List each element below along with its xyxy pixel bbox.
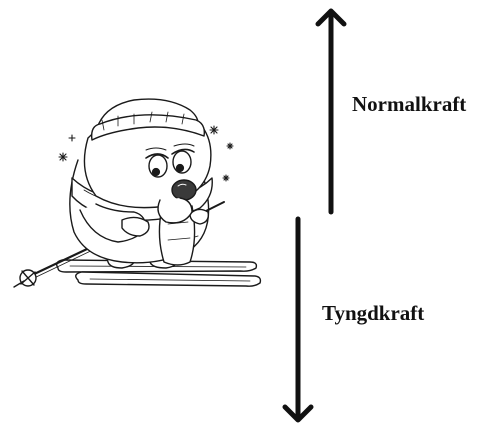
normal-force-label: Normalkraft xyxy=(352,92,466,117)
arrow-up-icon xyxy=(318,11,344,212)
gravity-force-label: Tyngdkraft xyxy=(322,301,424,326)
arrow-down-icon xyxy=(285,219,311,420)
skier-illustration xyxy=(14,99,260,287)
